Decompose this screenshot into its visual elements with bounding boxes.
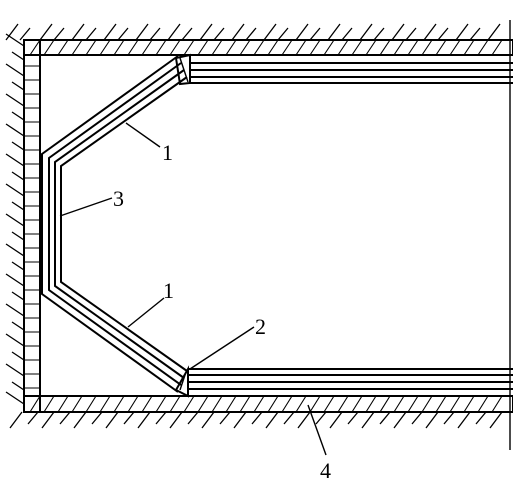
callout-1-lower: 1 (163, 278, 174, 303)
ground-hatching-left (5, 33, 25, 405)
bent-section (41, 55, 188, 393)
callout-labels: 1 3 1 2 4 (113, 140, 331, 483)
top-strip (190, 54, 513, 84)
ground-hatching-bottom (9, 411, 503, 429)
outer-band-top-hatch (29, 39, 503, 56)
ground-hatching-top (5, 23, 501, 41)
outer-band-left-ticks (24, 65, 40, 389)
outer-band-bottom-hatch (29, 395, 503, 413)
outer-lining-band (23, 39, 513, 413)
leader-lines (59, 122, 327, 456)
leader-1-upper (125, 122, 161, 148)
top-joint (174, 53, 191, 86)
leader-1-lower (127, 297, 165, 328)
inner-liner (41, 53, 513, 398)
callout-2: 2 (255, 314, 266, 339)
bottom-joint (174, 365, 189, 398)
callout-1-upper: 1 (162, 140, 173, 165)
callout-4: 4 (320, 458, 331, 483)
callout-3: 3 (113, 186, 124, 211)
leader-2 (189, 326, 255, 370)
leader-4 (307, 404, 327, 456)
leader-3 (59, 197, 113, 217)
ground-hatching (5, 23, 503, 429)
bottom-strip (188, 368, 513, 397)
